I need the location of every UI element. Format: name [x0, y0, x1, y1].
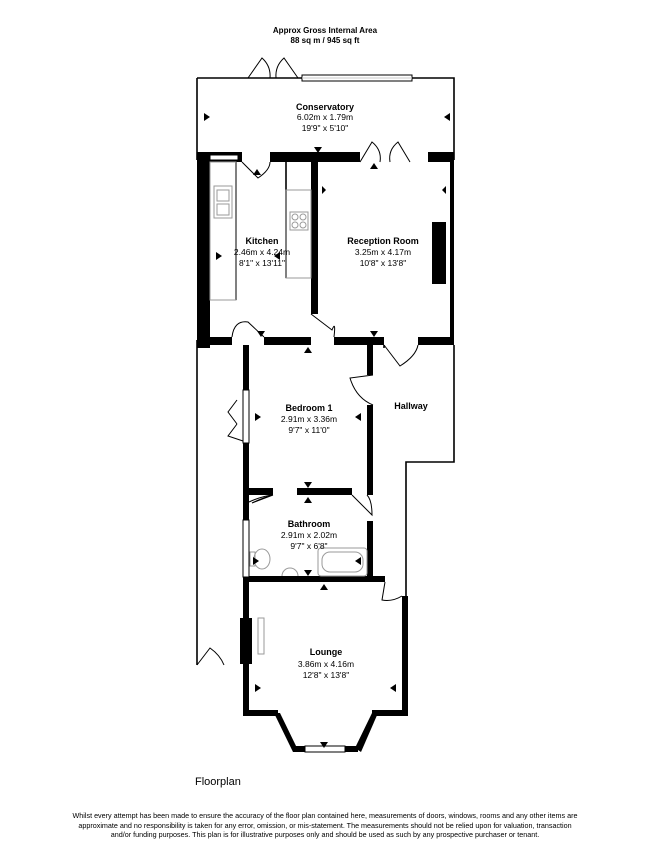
kitchen-fixtures	[209, 161, 312, 301]
kitchen-imperial: 8'1" x 13'11"	[239, 258, 285, 268]
floorplan-caption: Floorplan	[195, 776, 241, 788]
hallway-name: Hallway	[394, 401, 428, 411]
bathroom-name: Bathroom	[288, 519, 331, 529]
conservatory-imperial: 19'9" x 5'10"	[302, 123, 349, 133]
kitchen-metric: 2.46m x 4.24m	[234, 247, 290, 257]
bedroom-imperial: 9'7" x 11'0"	[288, 425, 329, 435]
area-label: Approx Gross Internal Area	[272, 26, 378, 35]
windows	[209, 74, 413, 753]
lounge-imperial: 12'8" x 13'8"	[303, 670, 350, 680]
conservatory-name: Conservatory	[296, 102, 354, 112]
reception-metric: 3.25m x 4.17m	[355, 247, 411, 257]
lounge-name: Lounge	[310, 647, 343, 657]
conservatory-metric: 6.02m x 1.79m	[297, 112, 353, 122]
lounge-metric: 3.86m x 4.16m	[298, 659, 354, 669]
dimension-arrows	[204, 113, 450, 748]
bathroom-metric: 2.91m x 2.02m	[281, 530, 337, 540]
thick-walls	[197, 152, 454, 752]
reception-imperial: 10'8" x 13'8"	[360, 258, 407, 268]
room-labels: Conservatory 6.02m x 1.79m 19'9" x 5'10"…	[234, 102, 428, 680]
kitchen-name: Kitchen	[245, 236, 278, 246]
bathroom-fixtures	[249, 547, 368, 655]
area-value: 88 sq m / 945 sq ft	[290, 36, 360, 45]
bedroom-name: Bedroom 1	[285, 403, 332, 413]
bathroom-imperial: 9'7" x 6'8"	[290, 541, 327, 551]
reception-name: Reception Room	[347, 236, 419, 246]
bedroom-metric: 2.91m x 3.36m	[281, 414, 337, 424]
disclaimer-text: Whilst every attempt has been made to en…	[72, 811, 578, 840]
doors	[196, 57, 419, 666]
